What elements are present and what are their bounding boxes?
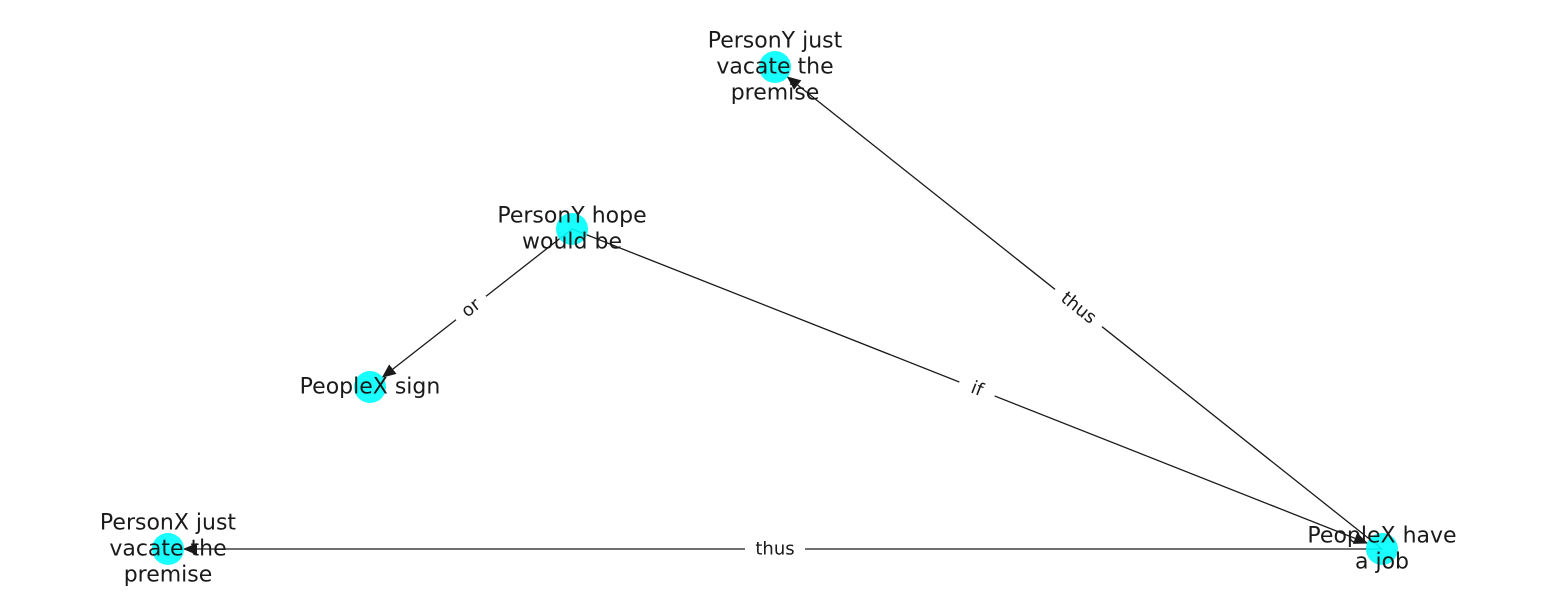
node-label-line: premise bbox=[124, 563, 213, 588]
node-n1 bbox=[759, 51, 791, 83]
edge-label-background bbox=[954, 370, 1000, 408]
node-label-line: PeopleX have bbox=[1307, 524, 1456, 549]
node-label-line: vacate the bbox=[716, 55, 833, 80]
node-n5 bbox=[1366, 533, 1398, 565]
node-n3 bbox=[354, 371, 386, 403]
edge-label-group: or bbox=[448, 286, 494, 330]
nodes-layer bbox=[152, 51, 1398, 565]
edge-label-group: thus bbox=[745, 537, 805, 561]
node-label-line: PersonY just bbox=[708, 29, 843, 54]
edge-label-background bbox=[448, 286, 494, 330]
edge-label-group: thus bbox=[1047, 279, 1110, 337]
edges-layer bbox=[183, 76, 1383, 555]
edge-label: thus bbox=[755, 539, 794, 560]
node-n4 bbox=[152, 533, 184, 565]
node-label: PeopleX sign bbox=[300, 375, 441, 400]
node-label-line: vacate the bbox=[109, 537, 226, 562]
node-label-line: PersonX just bbox=[100, 511, 237, 536]
node-label-line: PersonY hope bbox=[497, 204, 646, 229]
edge-label-background bbox=[1047, 279, 1110, 337]
node-label-line: PeopleX sign bbox=[300, 375, 441, 400]
node-label-line: would be bbox=[522, 230, 622, 255]
node-label-line: premise bbox=[731, 81, 820, 106]
edge-label-background bbox=[745, 537, 805, 561]
edge-label-group: if bbox=[954, 370, 1000, 408]
node-label-line: a job bbox=[1355, 550, 1409, 575]
node-n2 bbox=[556, 213, 588, 245]
